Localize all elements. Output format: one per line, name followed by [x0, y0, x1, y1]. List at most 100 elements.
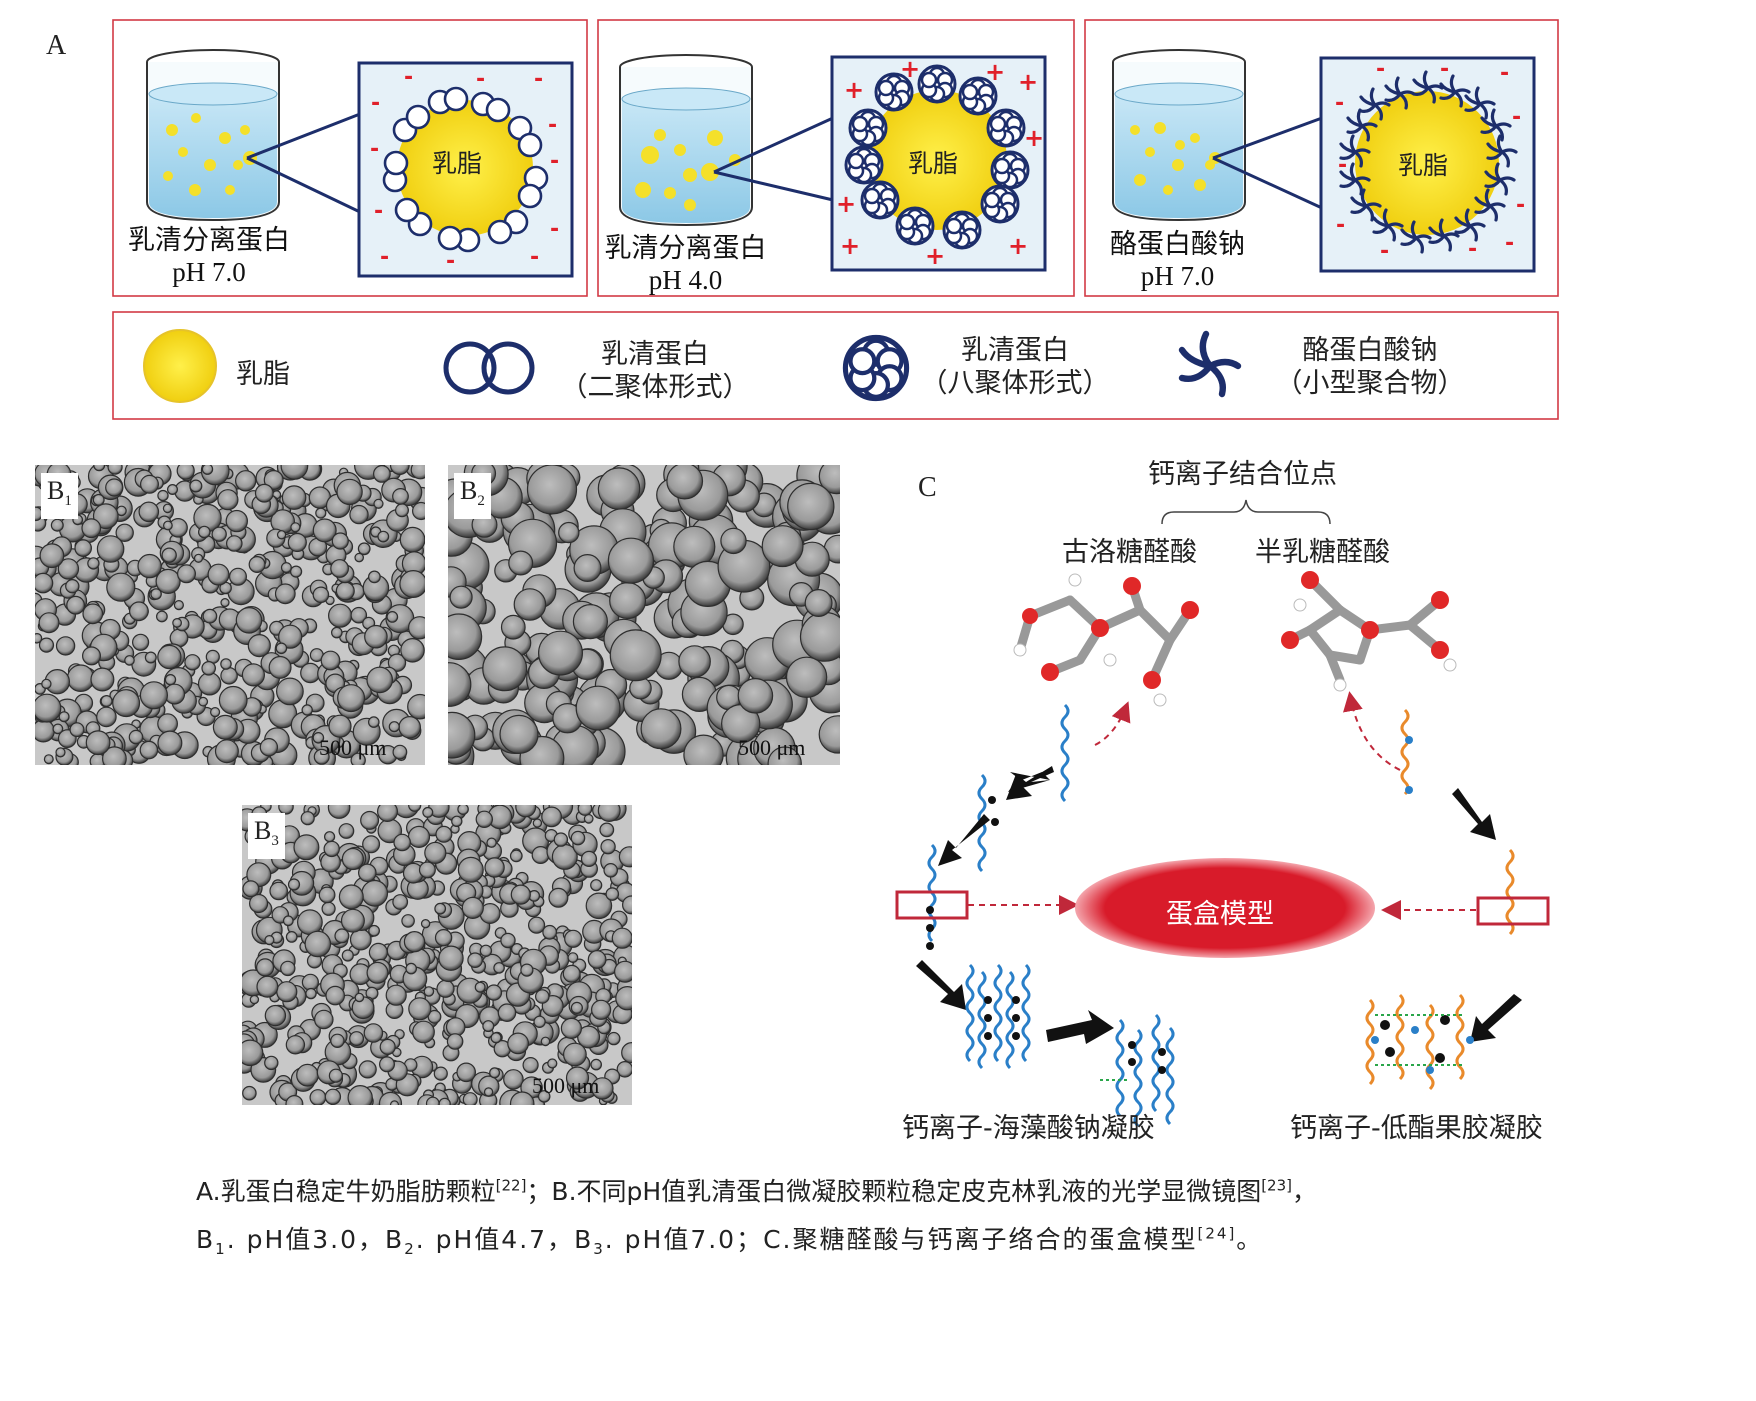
droplet [621, 1042, 632, 1064]
svg-text:-: - [548, 113, 557, 138]
droplet [368, 570, 381, 584]
droplet [392, 487, 409, 505]
droplet [368, 942, 388, 962]
scene-2: +++ +++ +++ [597, 19, 1075, 297]
micrograph-b2-label: B2 [454, 473, 491, 520]
scene-2-core-label: 乳脂 [908, 149, 959, 178]
svg-text:+: + [1018, 68, 1038, 96]
droplet [285, 1035, 306, 1055]
droplet [328, 603, 353, 628]
droplet [137, 553, 162, 579]
droplet [167, 484, 179, 496]
droplet [96, 535, 125, 563]
droplet [107, 465, 123, 475]
panel-a-diagram: --- --- --- --- +++ +++ +++ [112, 19, 1559, 420]
droplet [434, 928, 453, 947]
droplet [139, 740, 159, 760]
droplet [457, 856, 484, 883]
droplet [43, 754, 54, 765]
droplet [408, 805, 422, 812]
droplet [553, 832, 569, 847]
droplet [485, 984, 503, 1001]
droplet [276, 530, 287, 540]
droplet [364, 624, 388, 649]
droplet [96, 706, 117, 728]
droplet [446, 1033, 464, 1050]
svg-text:+: + [985, 58, 1005, 86]
droplet [150, 588, 162, 600]
droplet [767, 746, 802, 765]
svg-text:+: + [1008, 232, 1028, 260]
droplet [268, 655, 292, 679]
droplet [341, 847, 365, 871]
droplet [479, 944, 493, 957]
droplet [389, 1100, 400, 1105]
svg-text:-: - [476, 67, 485, 92]
droplet [350, 606, 368, 624]
droplet [330, 626, 343, 639]
svg-text:-: - [1500, 61, 1509, 86]
svg-text:-: - [446, 249, 455, 274]
droplet [603, 863, 618, 878]
droplet [318, 886, 336, 904]
droplet [312, 518, 337, 543]
droplet [112, 689, 141, 718]
scene-1-core-label: 乳脂 [432, 149, 483, 178]
droplet [281, 485, 307, 510]
scene-3-title: 酪蛋白酸钠 pH 7.0 [1110, 229, 1245, 291]
micrograph-b3-scale: 500 μm [532, 1073, 600, 1098]
droplet [449, 585, 473, 609]
droplet [720, 527, 747, 555]
svg-text:+: + [900, 55, 920, 83]
legend-octamer-icon [845, 337, 906, 398]
droplet [128, 729, 144, 745]
droplet [599, 822, 615, 838]
droplet [327, 805, 351, 819]
droplet [226, 535, 243, 552]
svg-text:-: - [1376, 57, 1385, 82]
droplet [379, 1038, 396, 1055]
droplet [347, 1085, 373, 1105]
droplet [57, 558, 80, 580]
svg-text:-: - [550, 149, 559, 174]
flow-arrows [916, 766, 1522, 1044]
droplet [241, 663, 265, 687]
droplet [300, 662, 321, 684]
droplet [161, 547, 177, 563]
droplet [500, 614, 526, 640]
droplet [591, 999, 612, 1020]
droplet [787, 482, 835, 531]
droplet [640, 708, 682, 750]
figure-caption-line1: A.乳蛋白稳定牛奶脂肪颗粒[22]；B.不同pH值乳清蛋白微凝胶颗粒稳定皮克林乳… [196, 1176, 1318, 1206]
svg-text:-: - [534, 67, 543, 92]
droplet [461, 896, 484, 920]
svg-text:-: - [370, 137, 379, 162]
droplet [564, 929, 583, 948]
droplet [570, 1001, 583, 1014]
galacturonic-acid-label: 半乳糖醛酸 [1255, 537, 1390, 568]
droplet [93, 465, 106, 472]
droplet [575, 685, 621, 731]
droplet [563, 1042, 587, 1067]
droplet [354, 552, 364, 563]
droplet [300, 811, 315, 826]
droplet [280, 562, 292, 574]
scene-3-core-label: 乳脂 [1398, 151, 1449, 180]
legend-fat-icon [143, 329, 217, 403]
svg-text:-: - [374, 199, 383, 224]
guluronic-acid-label: 古洛糖醛酸 [1062, 537, 1197, 568]
droplet [349, 504, 369, 525]
droplet [366, 666, 393, 694]
svg-text:+: + [1024, 124, 1044, 152]
scene-3: --- --- --- -- [1084, 19, 1559, 297]
droplet [305, 987, 317, 1000]
guluronic-acid-molecule [1013, 573, 1199, 707]
droplet [500, 932, 516, 949]
droplet [220, 658, 232, 670]
droplet [818, 715, 840, 754]
panel-a-label: A [46, 30, 67, 61]
droplet [615, 986, 632, 1011]
micrograph-b2-scale: 500 μm [738, 735, 806, 760]
pectin-gel-bundle [1365, 993, 1474, 1091]
droplet [395, 503, 410, 518]
